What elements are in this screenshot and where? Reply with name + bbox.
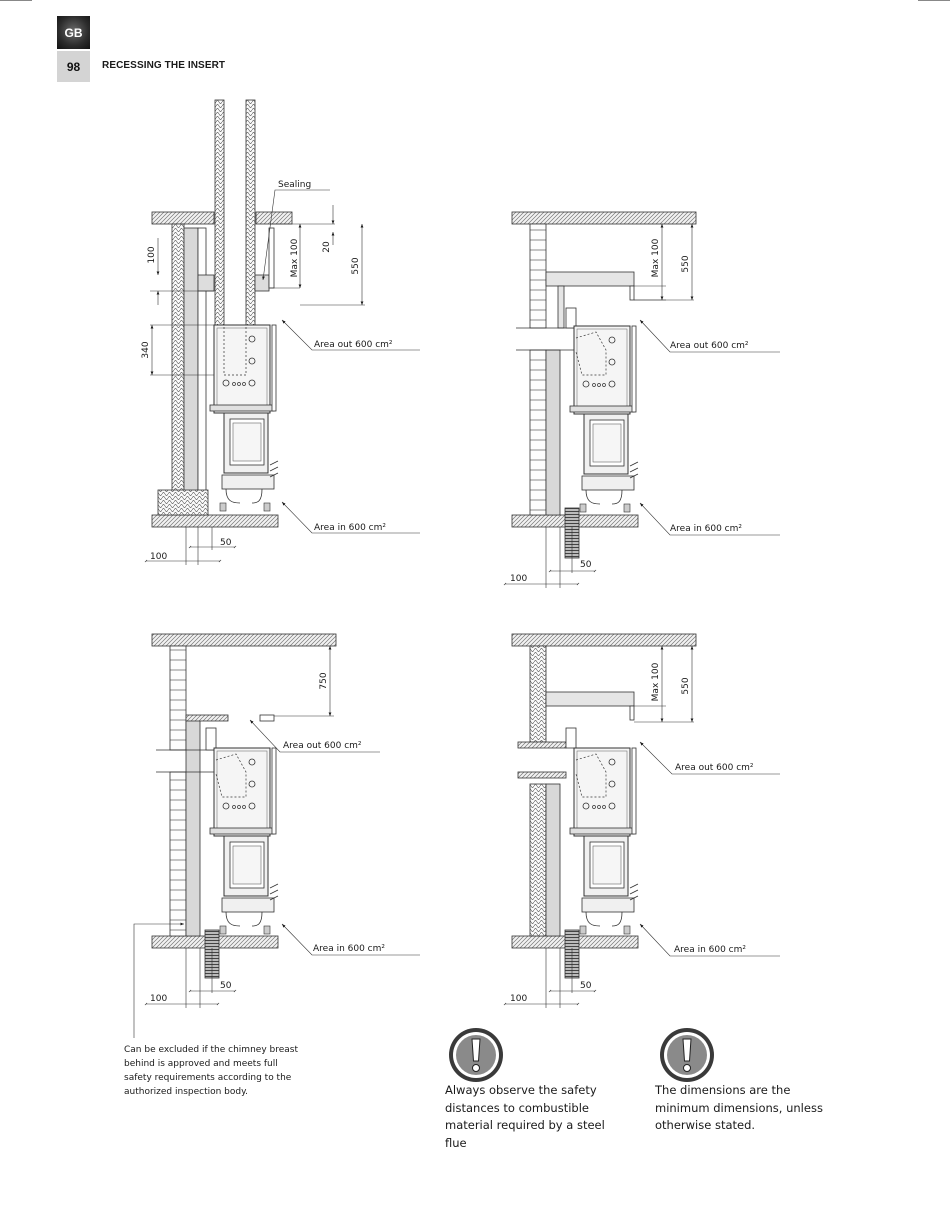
dim-max100: Max 100: [290, 238, 300, 277]
warning-text-dimensions: The dimensions are the minimum dimension…: [655, 1082, 835, 1135]
dim-550: 550: [681, 677, 691, 694]
page-number: 98: [57, 51, 90, 82]
area-in-label: Area in 600 cm²: [674, 945, 746, 955]
diagram-top-right: Max 100 550 Area out 600 cm² Area in 600…: [503, 211, 780, 588]
dim-550: 550: [681, 255, 691, 272]
warning-line: otherwise stated.: [655, 1118, 756, 1132]
dim-100-bottom: 100: [150, 552, 167, 562]
exclamation-warning-icon: [448, 1027, 504, 1087]
warning-line: flue: [445, 1135, 467, 1150]
area-out-label: Area out 600 cm²: [283, 741, 362, 751]
note-line: behind is approved and meets full: [124, 1059, 278, 1069]
section-title: RECESSING THE INSERT: [102, 60, 226, 71]
diagram-top-left: Sealing 100 340 Max 100 20 550 Area out …: [141, 99, 420, 565]
note-line: authorized inspection body.: [124, 1087, 249, 1097]
dim-100-top: 100: [147, 246, 157, 263]
dim-340: 340: [141, 341, 151, 358]
area-in-label: Area in 600 cm²: [313, 944, 385, 954]
note-line: safety requirements according to the: [124, 1073, 292, 1083]
warning-line: The dimensions are the: [655, 1083, 791, 1097]
exclusion-note: Can be excluded if the chimney breast be…: [124, 1043, 299, 1099]
diagram-bottom-right: Max 100 550 Area out 600 cm² Area in 600…: [503, 633, 780, 1008]
warning-line: material required by a steel: [445, 1118, 605, 1132]
crop-mark-right: [918, 0, 950, 1]
dim-max100: Max 100: [651, 662, 661, 701]
warning-line: Always observe the safety: [445, 1083, 597, 1097]
dim-50: 50: [580, 560, 592, 570]
dim-max100: Max 100: [651, 238, 661, 277]
note-line: Can be excluded if the chimney breast: [124, 1045, 298, 1055]
area-out-label: Area out 600 cm²: [314, 340, 393, 350]
dim-50: 50: [220, 538, 232, 548]
dim-550: 550: [351, 257, 361, 274]
warning-text-safety: Always observe the safety distances to c…: [445, 1082, 615, 1152]
dim-100-bottom: 100: [150, 994, 167, 1004]
diagram-bottom-left: 750 Area out 600 cm² Area in 600 cm² 50 …: [133, 633, 420, 1038]
dim-50: 50: [220, 981, 232, 991]
dim-50: 50: [580, 981, 592, 991]
area-in-label: Area in 600 cm²: [314, 523, 386, 533]
exclamation-warning-icon: [659, 1027, 715, 1087]
dim-20: 20: [322, 241, 332, 253]
language-badge: GB: [57, 16, 90, 49]
area-out-label: Area out 600 cm²: [675, 763, 754, 773]
dim-100-bottom: 100: [510, 574, 527, 584]
dim-750: 750: [319, 672, 329, 689]
warning-line: distances to combustible: [445, 1100, 589, 1115]
warning-line: minimum dimensions, unless: [655, 1100, 823, 1115]
sealing-label: Sealing: [278, 180, 311, 190]
area-in-label: Area in 600 cm²: [670, 524, 742, 534]
area-out-label: Area out 600 cm²: [670, 341, 749, 351]
crop-mark-left: [0, 0, 32, 1]
dim-100-bottom: 100: [510, 994, 527, 1004]
